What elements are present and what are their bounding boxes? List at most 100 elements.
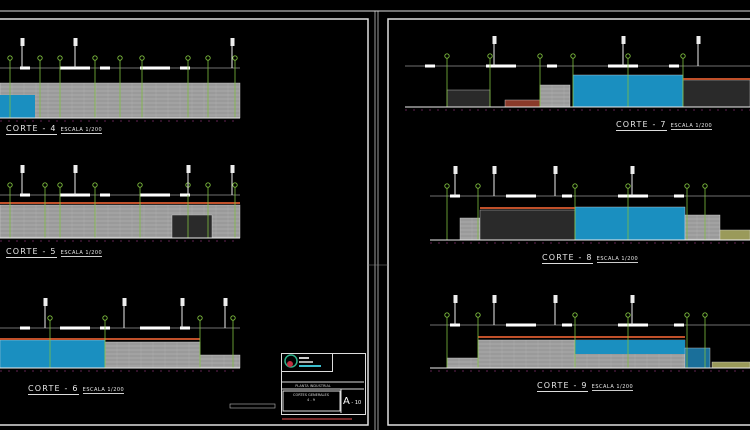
corte-9-lamp-head [553, 295, 558, 303]
sheet-range: 4 - 9 [307, 398, 315, 402]
corte-9-building-block [711, 361, 750, 369]
corte-8-building-block [459, 217, 481, 241]
corte-9-axis-bubble [444, 312, 450, 318]
section-label: CORTE - 9 [537, 381, 588, 392]
corte-6-lamp-head [43, 298, 48, 306]
corte-8-building-block [684, 214, 721, 241]
corte-9-axis-bubble [475, 312, 481, 318]
corte-5-dimension-tag [100, 193, 110, 197]
section-label: CORTE - 5 [6, 247, 57, 258]
corte-9-axis-bubble [684, 312, 690, 318]
corte-8-building-block [574, 206, 686, 241]
corte-5-dimension-tag [20, 193, 30, 197]
corte-5-axis-bubble [137, 182, 143, 188]
corte-4-axis-bubble [185, 55, 191, 61]
corte-7-axis-bubble [625, 53, 631, 59]
corte-7-dimension-tag [425, 64, 435, 68]
corte-4-axis-bubble [117, 55, 123, 61]
corte-4-lamp-head [73, 38, 78, 46]
corte-8-axis-bubble [444, 183, 450, 189]
corte-9-dimension-tag [562, 323, 572, 327]
corte-7-building-block [446, 89, 491, 108]
corte-5-axis-bubble [92, 182, 98, 188]
corte-7-axis-bubble [570, 53, 576, 59]
corte-5-axis-bubble [42, 182, 48, 188]
section-label: CORTE - 4 [6, 124, 57, 135]
corte-8-lamp-head [630, 166, 635, 174]
corte-6-building-block [199, 354, 241, 369]
corte-4-axis-bubble [7, 55, 13, 61]
corte-6-dimension-tag [60, 326, 90, 330]
corte-6-axis-bubble [230, 315, 236, 321]
corte-6-lamp-head [180, 298, 185, 306]
corte-5-lamp-head [20, 165, 25, 173]
section-scale: ESCALA 1/200 [82, 387, 125, 394]
corte-9-building-block [446, 357, 479, 369]
corte-9-axis-bubble [625, 312, 631, 318]
corte-5-axis-bubble [232, 182, 238, 188]
sheet-name-text: CORTES GENERALES [293, 393, 329, 397]
corte-4-lamp-head [20, 38, 25, 46]
corte-4-axis-bubble [205, 55, 211, 61]
corte-6-lamp-head [223, 298, 228, 306]
corte-5-building-block [171, 214, 213, 239]
section-scale: ESCALA 1/200 [670, 123, 713, 130]
corte-7-axis-bubble [537, 53, 543, 59]
company-name: SOLPACK S.A.C. [289, 374, 357, 381]
corte-7-dimension-tag [669, 64, 679, 68]
corte-8-axis-bubble [625, 183, 631, 189]
corte-4-lamp-head [230, 38, 235, 46]
corte-8-axis-bubble [684, 183, 690, 189]
corte-5-axis-bubble [7, 182, 13, 188]
corte-8-lamp-head [453, 166, 458, 174]
section-label: CORTE - 8 [542, 253, 593, 264]
corte-8-building-block [479, 209, 576, 241]
corte-9-dimension-tag [674, 323, 684, 327]
corte-9-building-block [477, 339, 576, 369]
corte-7-axis-bubble [444, 53, 450, 59]
corte-8-lamp-head [492, 166, 497, 174]
corte-8-axis-bubble [475, 183, 481, 189]
corte-9-glass-panel [575, 340, 685, 354]
sheet-code: A - 10 [343, 396, 362, 407]
corte-8-dimension-tag [506, 194, 536, 198]
corte-6-building-block [104, 341, 201, 369]
corte-4-axis-bubble [92, 55, 98, 61]
project-name: PLANTA INDUSTRIAL [295, 384, 331, 388]
sheet-number: 10 [354, 400, 362, 406]
corte-7-lamp-head [621, 36, 626, 44]
corte-7-lamp-head [492, 36, 497, 44]
corte-6-building-block [0, 339, 106, 369]
corte-4-stair-block [0, 95, 35, 118]
corte-8-dimension-tag [618, 194, 648, 198]
corte-6-dimension-tag [20, 326, 30, 330]
corte-4-dimension-tag [100, 66, 110, 70]
corte-7-axis-bubble [487, 53, 493, 59]
corte-8-axis-bubble [572, 183, 578, 189]
logo-box [281, 353, 333, 372]
corte-4-axis-bubble [232, 55, 238, 61]
corte-6-axis-bubble [197, 315, 203, 321]
sheet-letter: A [343, 396, 350, 407]
left-sheet-border [0, 18, 369, 426]
corte-9-dimension-tag [506, 323, 536, 327]
section-scale: ESCALA 1/200 [596, 256, 639, 263]
corte-6-axis-bubble [47, 315, 53, 321]
corte-9-lamp-head [453, 295, 458, 303]
corte-9-axis-bubble [702, 312, 708, 318]
corte-5-axis-bubble [205, 182, 211, 188]
corte-9-building-block [684, 347, 711, 369]
corte-5-lamp-head [73, 165, 78, 173]
corte-4-dimension-tag [180, 66, 190, 70]
section-label: CORTE - 7 [616, 120, 667, 131]
section-scale: ESCALA 1/200 [591, 384, 634, 391]
corte-7-dimension-tag [486, 64, 516, 68]
corte-8-dimension-tag [562, 194, 572, 198]
corte-5-lamp-head [186, 165, 191, 173]
corte-7-lamp-head [696, 36, 701, 44]
corte-6-lamp-head [122, 298, 127, 306]
